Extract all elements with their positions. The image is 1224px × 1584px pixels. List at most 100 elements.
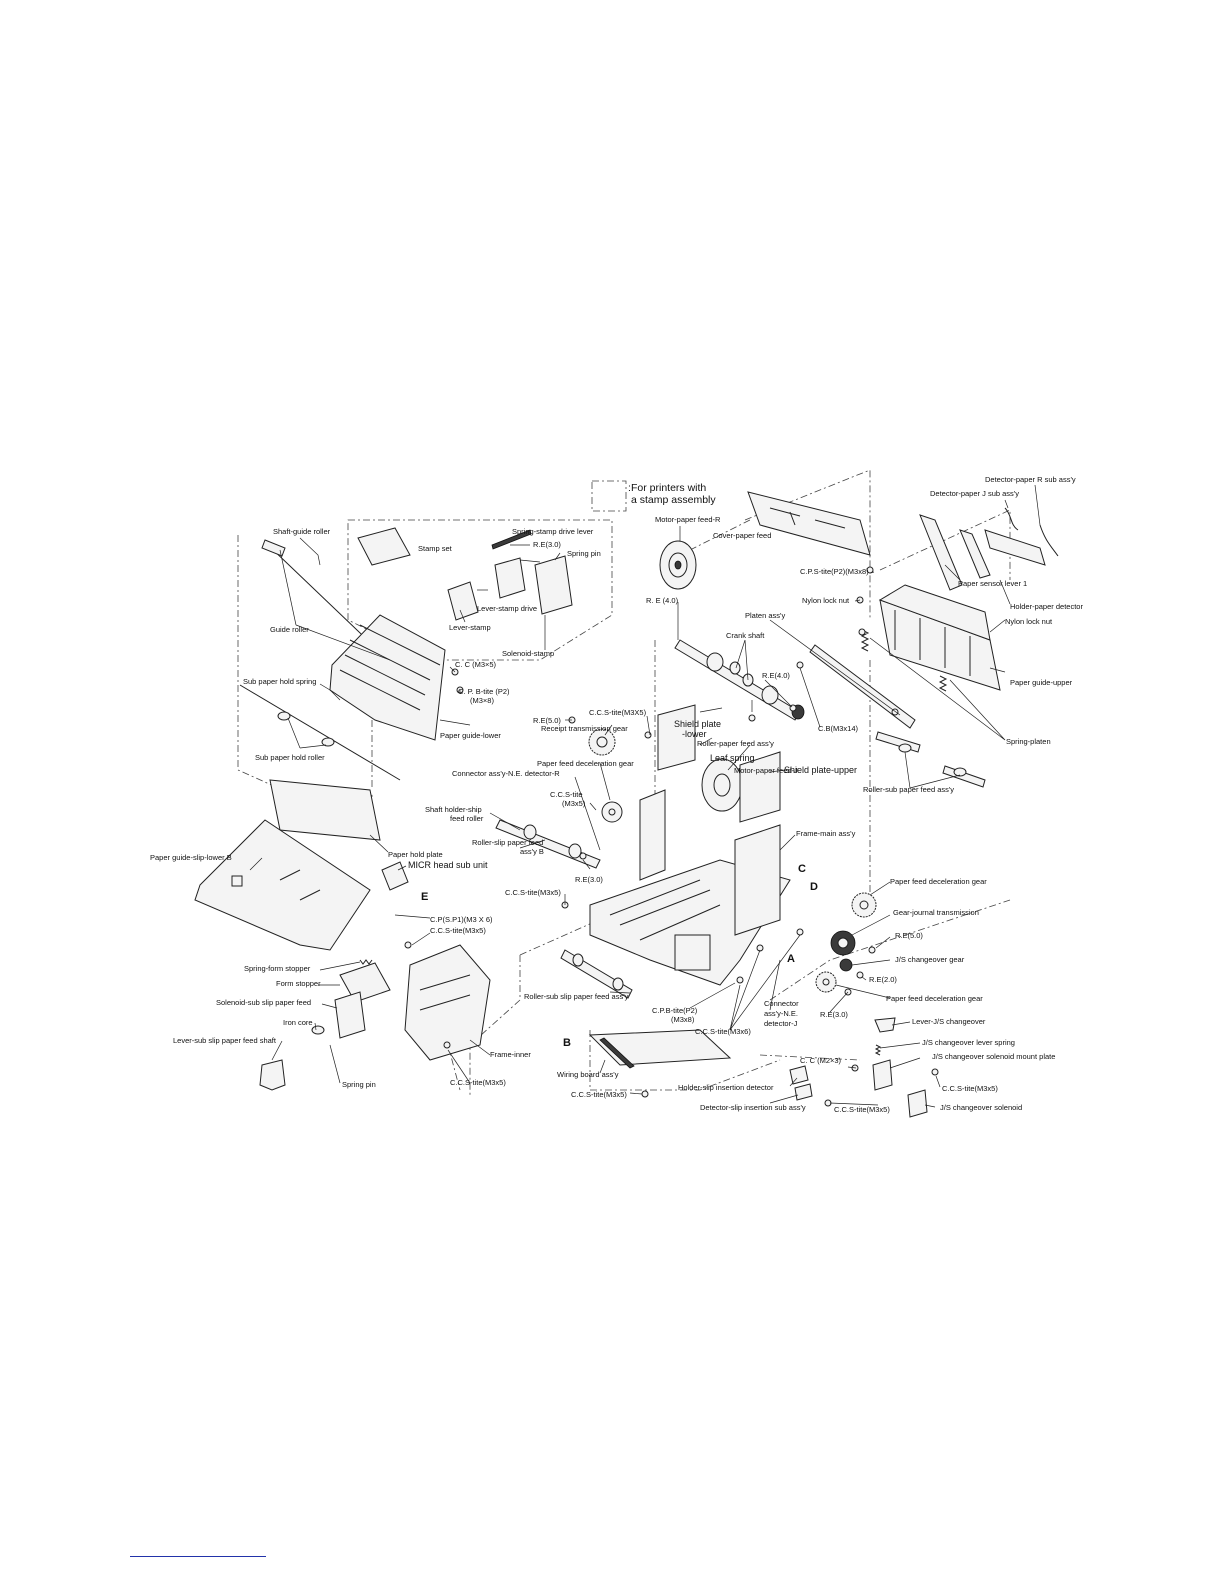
label-cpb-tite-p2: C. P. B-tite (P2) xyxy=(458,687,510,696)
detector-slip-insertion-sub-assy xyxy=(794,1083,813,1101)
label-gear-journal-transmission: Gear-journal transmission xyxy=(893,908,979,917)
label-solenoid-sub-slip: Solenoid-sub slip paper feed xyxy=(216,998,311,1007)
label-lever-sub-slip-shaft: Lever-sub slip paper feed shaft xyxy=(173,1036,277,1045)
part-labels: Detector-paper R sub ass'y Detector-pape… xyxy=(150,475,1083,1114)
label-re-3-0-mid: R.E(3.0) xyxy=(575,875,603,884)
assembly-boundary-center xyxy=(469,914,611,1095)
label-connector-ne-detector-j-b: ass'y-N.E. xyxy=(764,1009,798,1018)
label-lever-stamp-drive: Lever-stamp drive xyxy=(477,604,537,613)
paper-guide-upper xyxy=(878,584,1001,691)
receipt-transmission-gear xyxy=(588,728,616,756)
label-cover-paper-feed: Cover-paper feed xyxy=(713,531,771,540)
label-crank-shaft: Crank shaft xyxy=(726,631,765,640)
stamp-assembly-legend: For printers with : a stamp assembly xyxy=(591,480,716,512)
roller-slip-paper-feed-assy-b xyxy=(495,819,601,869)
label-receipt-transmission-gear: Receipt transmission gear xyxy=(541,724,628,733)
label-sub-paper-hold-spring: Sub paper hold spring xyxy=(243,677,316,686)
label-cpb-tite-p2-b-size: (M3x8) xyxy=(671,1015,695,1024)
label-paper-feed-decel-gear-r2: Paper feed deceleration gear xyxy=(886,994,983,1003)
iron-core xyxy=(311,1025,325,1035)
gear-journal-transmission xyxy=(830,930,856,956)
label-paper-feed-decel-gear-r1: Paper feed deceleration gear xyxy=(890,877,987,886)
js-changeover-solenoid-mount-plate xyxy=(872,1059,893,1091)
label-cpb-tite-p2-size: (M3×8) xyxy=(470,696,494,705)
js-changeover-solenoid xyxy=(907,1089,928,1118)
roller-sub-paper-feed-assy xyxy=(875,731,986,788)
label-detector-slip-insertion-sub: Detector-slip insertion sub ass'y xyxy=(700,1103,806,1112)
callout-a: A xyxy=(787,953,795,965)
legend-colon: : xyxy=(628,482,631,494)
label-spring-platen: Spring-platen xyxy=(1006,737,1051,746)
label-connector-ne-detector-j-c: detector-J xyxy=(764,1019,798,1028)
label-connector-ne-detector-r: Connector ass'y-N.E. detector-R xyxy=(452,769,560,778)
holder-slip-insertion-detector xyxy=(789,1065,809,1085)
label-re-2-0: R.E(2.0) xyxy=(869,975,897,984)
label-js-changeover-solenoid-mount: J/S changeover solenoid mount plate xyxy=(932,1052,1055,1061)
label-holder-slip-insertion-detector: Holder-slip insertion detector xyxy=(678,1083,774,1092)
label-spring-form-stopper: Spring-form stopper xyxy=(244,964,311,973)
frame-main-assy xyxy=(589,789,791,986)
label-spring-stamp-drive-lever: Spring-stamp drive lever xyxy=(512,527,594,536)
label-roller-slip-paper-feed-b: ass'y B xyxy=(520,847,544,856)
label-paper-guide-slip-lower-b: Paper guide-slip-lower B xyxy=(150,853,232,862)
label-paper-sensor-lever-1: Paper sensor lever 1 xyxy=(958,579,1027,588)
frame-inner xyxy=(404,944,491,1061)
lever-stamp xyxy=(447,581,479,621)
legend-line-1: For printers with xyxy=(631,482,706,494)
lever-stamp-drive xyxy=(494,557,526,599)
label-stamp-set: Stamp set xyxy=(418,544,453,553)
label-js-changeover-gear: J/S changeover gear xyxy=(895,955,965,964)
label-cp-sp1-m3x6: C.P(S.P1)(M3 X 6) xyxy=(430,915,493,924)
label-js-changeover-solenoid: J/S changeover solenoid xyxy=(940,1103,1022,1112)
label-paper-feed-decel-gear-top: Paper feed deceleration gear xyxy=(537,759,634,768)
label-re-3-0-top: R.E(3.0) xyxy=(533,540,561,549)
legend-line-2: a stamp assembly xyxy=(631,494,716,506)
label-ccs-tite-m3x5-top: C.C.S-tite(M3X5) xyxy=(589,708,647,717)
label-spring-pin-bottom: Spring pin xyxy=(342,1080,376,1089)
paper-hold-plate xyxy=(269,779,381,841)
label-solenoid-stamp: Solenoid-stamp xyxy=(502,649,554,658)
assembly-boundary-bottom xyxy=(439,1014,781,1091)
label-cb-m3x14: C.B(M3x14) xyxy=(818,724,859,733)
label-form-stopper: Form stopper xyxy=(276,979,321,988)
label-ccs-tite-m3x5-bl: C.C.S-tite(M3x5) xyxy=(571,1090,627,1099)
roller-sub-slip-paper-feed-assy xyxy=(560,949,633,999)
callout-d: D xyxy=(810,881,818,893)
label-lever-js-changeover: Lever-J/S changeover xyxy=(912,1017,986,1026)
label-leaf-spring: Leaf spring xyxy=(710,753,755,763)
label-cpb-tite-p2-b: C.P.B-tite(P2) xyxy=(652,1006,698,1015)
detector-paper-r xyxy=(1039,524,1059,557)
label-detector-paper-r: Detector-paper R sub ass'y xyxy=(985,475,1076,484)
js-changeover-lever-spring xyxy=(874,1044,882,1056)
label-shield-plate-upper: Shield plate-upper xyxy=(784,765,857,775)
label-shield-plate-lower-b: -lower xyxy=(682,729,707,739)
screws xyxy=(404,566,939,1107)
form-stopper xyxy=(339,962,391,1003)
label-roller-paper-feed-assy: Roller-paper feed ass'y xyxy=(697,739,774,748)
label-re-4-0-left: R. E (4.0) xyxy=(646,596,679,605)
paper-guide-lower xyxy=(329,614,446,741)
label-cps-tite-p2: C.P.S-tite(P2)(M3x8) xyxy=(800,567,869,576)
solenoid-sub-slip-paper-feed xyxy=(334,991,366,1039)
paper-feed-decel-gear-right-2 xyxy=(815,971,837,993)
label-ccs-tite-m3x5-bottom: C.C.S-tite(M3x5) xyxy=(450,1078,506,1087)
label-shield-plate-lower: Shield plate xyxy=(674,719,721,729)
label-re-5-0-left: R.E(5.0) xyxy=(533,716,561,725)
label-ccs-tite-m3x5-d: C.C.S-tite(M3x5) xyxy=(430,926,486,935)
label-re-5-0-right: R.E(5.0) xyxy=(895,931,923,940)
lever-js-changeover xyxy=(874,1017,896,1033)
spring-form-stopper xyxy=(359,959,373,965)
label-roller-sub-slip-paper-feed: Roller-sub slip paper feed ass'y xyxy=(524,992,629,1001)
stamp-assembly-boundary xyxy=(347,519,613,661)
label-sub-paper-hold-roller: Sub paper hold roller xyxy=(255,753,325,762)
label-cc-m2x3: C. C (M2×3) xyxy=(800,1056,842,1065)
motor-paper-feed-r xyxy=(659,540,697,590)
footer-link-rule xyxy=(130,1556,266,1557)
label-shaft-holder-ship-b: feed roller xyxy=(450,814,484,823)
paper-guide-slip-lower-b xyxy=(194,819,371,951)
assembly-boundary-right xyxy=(759,660,1011,1061)
sub-paper-hold-roller xyxy=(277,711,335,747)
label-platen-assy: Platen ass'y xyxy=(745,611,785,620)
roller-paper-feed-assy xyxy=(674,639,805,721)
